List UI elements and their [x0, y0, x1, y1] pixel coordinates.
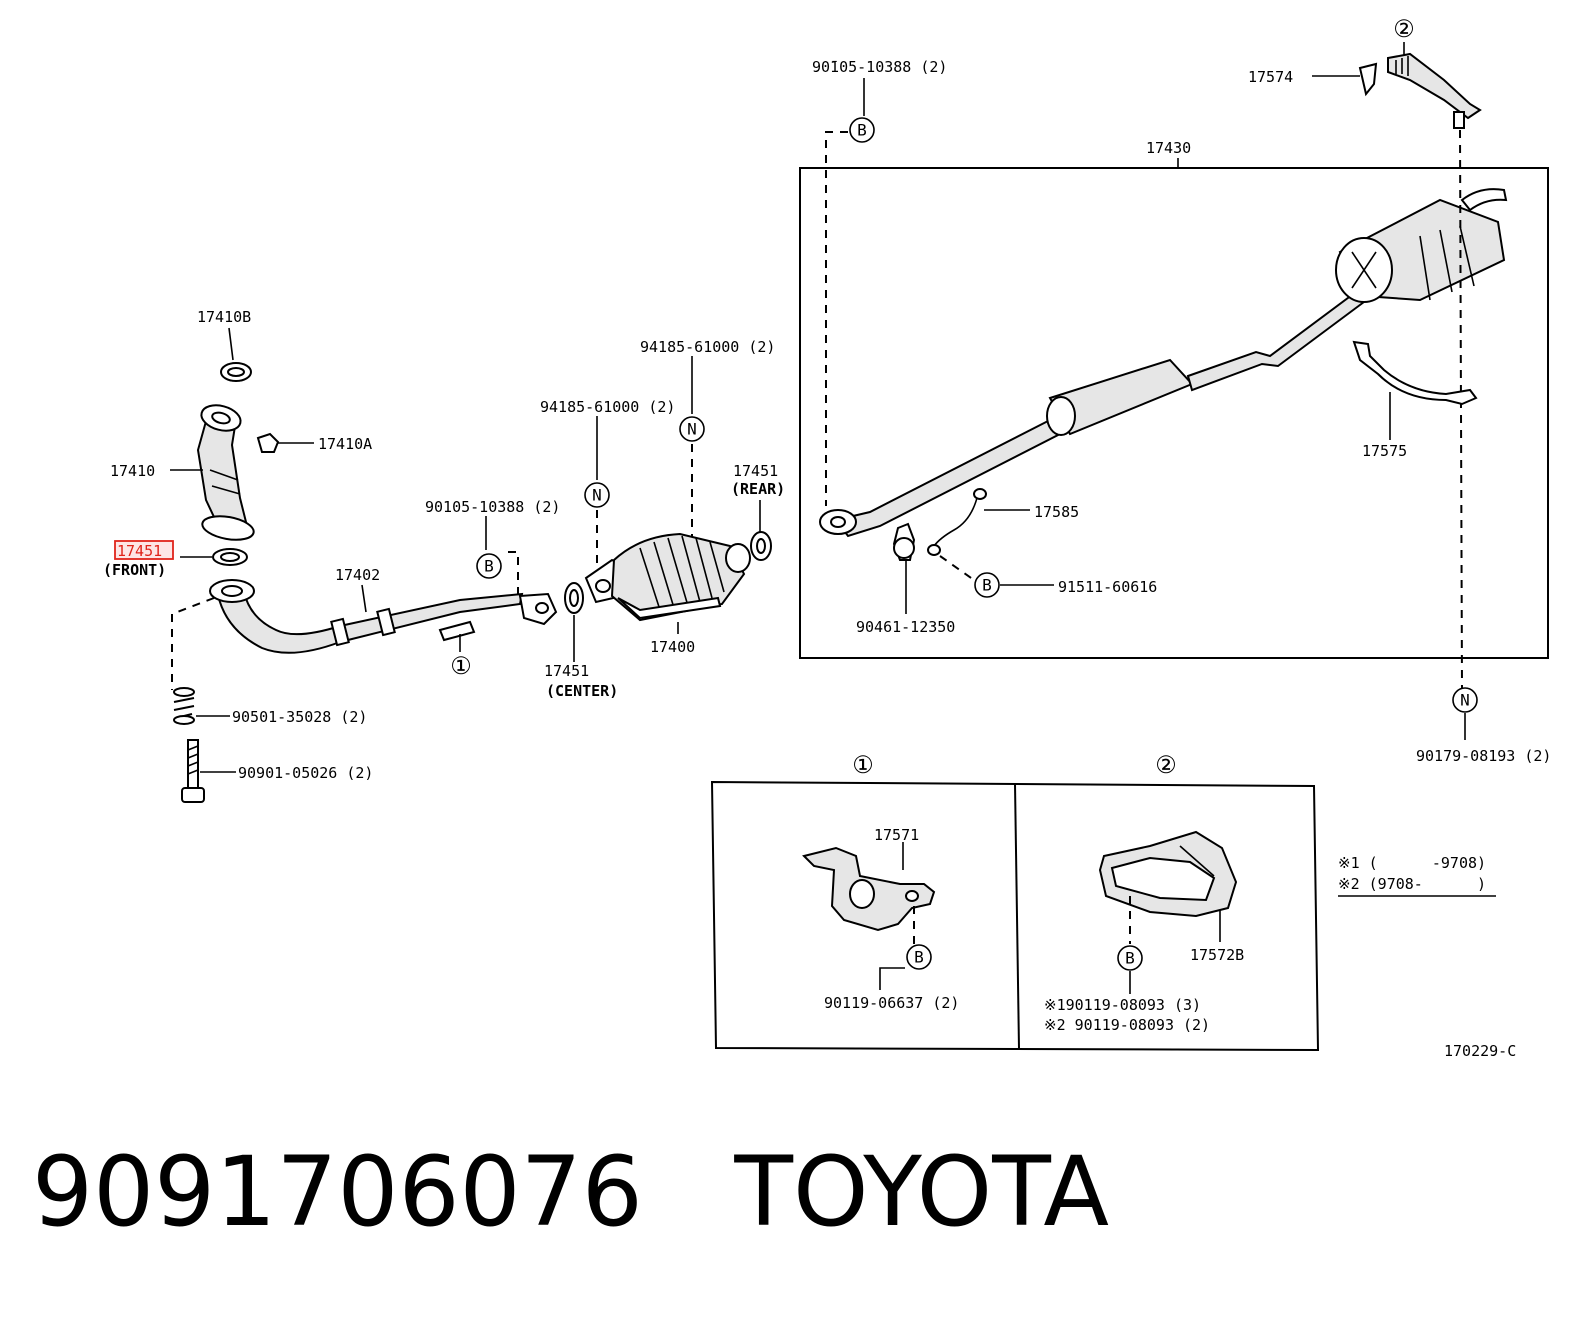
- label-94185-61000-a: 94185-61000 (2): [540, 398, 675, 416]
- spring-90501-35028: [173, 687, 195, 725]
- bolt-symbol-detail-1: [906, 944, 932, 970]
- detail-2-title: ②: [1155, 751, 1177, 779]
- label-90901-05026: 90901-05026 (2): [238, 764, 373, 782]
- label-17585: 17585: [1034, 503, 1079, 521]
- front-pipe-17402: [209, 579, 558, 654]
- brand-name: TOYOTA: [734, 1136, 1110, 1248]
- svg-text:N: N: [1460, 691, 1470, 710]
- pipe-17410: [196, 404, 255, 541]
- label-17572b: 17572B: [1190, 946, 1244, 964]
- label-17430: 17430: [1146, 139, 1191, 157]
- note-2: ※2 (9708- ): [1338, 875, 1486, 893]
- part-number: 9091706076: [32, 1136, 643, 1248]
- label-17410a: 17410A: [318, 435, 372, 453]
- diagram-code: 170229-C: [1444, 1042, 1516, 1060]
- tailpipe-assembly-box: [799, 167, 1549, 659]
- bolt-90901-05026: [181, 739, 205, 803]
- tailpipe-17430: [819, 188, 1508, 538]
- bolt-symbol-tailpipe: [849, 117, 875, 143]
- label-17400: 17400: [650, 638, 695, 656]
- part-caption: 9091706076 TOYOTA: [32, 1132, 1109, 1252]
- nut-symbol-hanger: [1452, 687, 1478, 713]
- label-17575: 17575: [1362, 442, 1407, 460]
- label-90119-06637: 90119-06637 (2): [824, 994, 959, 1012]
- label-front: (FRONT): [103, 561, 166, 579]
- label-90461-12350: 90461-12350: [856, 618, 955, 636]
- svg-text:B: B: [857, 121, 867, 140]
- label-90119-08093-1: ※190119-08093 (3): [1044, 996, 1201, 1014]
- converter-17400: [584, 532, 751, 622]
- label-90179-08193: 90179-08193 (2): [1416, 747, 1551, 765]
- svg-text:B: B: [982, 576, 992, 595]
- bracket-17571: [802, 846, 936, 932]
- svg-text:N: N: [592, 486, 602, 505]
- nut-17410a: [256, 432, 280, 453]
- label-17574: 17574: [1248, 68, 1293, 86]
- svg-text:B: B: [1125, 949, 1135, 968]
- label-90105-10388-top: 90̄105-10388 (2): [812, 58, 947, 76]
- label-rear: (REAR): [731, 480, 785, 498]
- label-17451-center: 17451: [544, 662, 589, 680]
- detail-box-frame: [710, 780, 1320, 1052]
- svg-text:B: B: [914, 948, 924, 967]
- nut-symbol-converter-b: [679, 416, 705, 442]
- label-17410b: 17410B: [197, 308, 251, 326]
- detail-1-title: ①: [852, 751, 874, 779]
- label-17571: 17571: [874, 826, 919, 844]
- bolt-symbol-sensor: [974, 572, 1000, 598]
- clamp-90461-12350: [892, 522, 916, 561]
- bolt-symbol-detail-2: [1117, 945, 1143, 971]
- svg-text:B: B: [484, 557, 494, 576]
- label-90119-08093-2: ※2 90119-08093 (2): [1044, 1016, 1210, 1034]
- bolt-symbol-front-pipe: [476, 553, 502, 579]
- note-1: ※1 ( -9708): [1338, 854, 1486, 872]
- highlight-box: [114, 540, 174, 560]
- detail-1-marker: ①: [450, 652, 472, 680]
- oxygen-sensor-17585: [927, 488, 987, 556]
- label-17451-rear: 17451: [733, 462, 778, 480]
- label-17410: 17410: [110, 462, 155, 480]
- svg-text:N: N: [687, 420, 697, 439]
- bracket-17575: [1352, 340, 1478, 406]
- detail-2-marker-top: ②: [1393, 15, 1415, 43]
- label-91511-60616: 91511-60616: [1058, 578, 1157, 596]
- label-17451-front: 17451: [117, 542, 162, 560]
- label-17402: 17402: [335, 566, 380, 584]
- label-90501-35028: 90501-35028 (2): [232, 708, 367, 726]
- nut-symbol-converter-a: [584, 482, 610, 508]
- label-90105-10388-front: 90105-10388 (2): [425, 498, 560, 516]
- label-center: (CENTER): [546, 682, 618, 700]
- bracket-17572b: [1098, 830, 1238, 918]
- label-94185-61000-b: 94185-61000 (2): [640, 338, 775, 356]
- hanger-17574: [1358, 52, 1482, 129]
